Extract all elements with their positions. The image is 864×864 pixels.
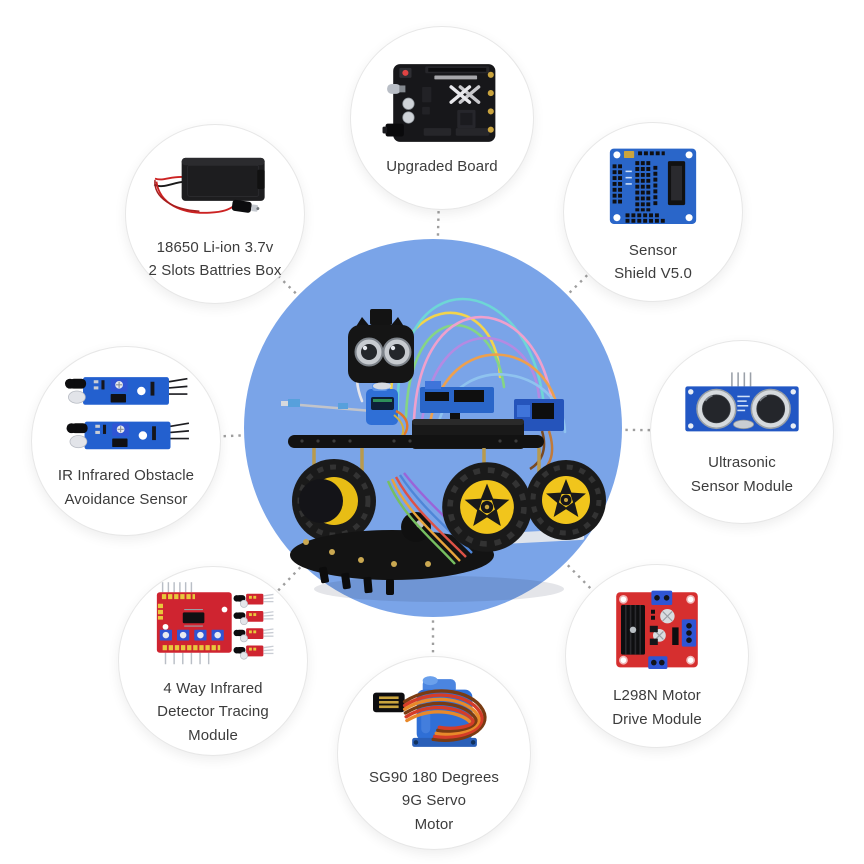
component-label-tracing-module: 4 Way Infrared Detector Tracing Module [157, 680, 269, 744]
component-circle-servo-motor: SG90 180 Degrees 9G Servo Motor [337, 656, 531, 850]
component-circle-battery-box: 18650 Li-ion 3.7v 2 Slots Battries Box [125, 124, 305, 304]
component-label-ir-obstacle: IR Infrared Obstacle Avoidance Sensor [57, 467, 195, 508]
component-circle-sensor-shield: Sensor Shield V5.0 [563, 122, 743, 302]
battery-box-image [153, 157, 265, 214]
component-circle-upgraded-board: Upgraded Board [350, 26, 534, 210]
hub-robot-car-circle [244, 239, 622, 617]
sensor-shield-image [609, 148, 697, 224]
component-circle-ir-obstacle: IR Infrared Obstacle Avoidance Sensor [31, 346, 221, 536]
component-label-servo-motor: SG90 180 Degrees 9G Servo Motor [368, 769, 499, 833]
component-circle-tracing-module: 4 Way Infrared Detector Tracing Module [118, 566, 308, 756]
component-circle-motor-driver: L298N Motor Drive Module [565, 564, 749, 748]
component-label-motor-driver: L298N Motor Drive Module [612, 687, 702, 728]
component-label-upgraded-board: Upgraded Board [386, 157, 498, 175]
tracing-module-image [156, 582, 275, 665]
component-circle-ultrasonic: Ultrasonic Sensor Module [650, 340, 834, 524]
ultrasonic-sensor-image [685, 372, 799, 432]
component-label-battery-box: 18650 Li-ion 3.7v 2 Slots Battries Box [148, 238, 282, 279]
component-label-ultrasonic: Ultrasonic Sensor Module [690, 454, 794, 495]
component-label-sensor-shield: Sensor Shield V5.0 [614, 241, 692, 282]
l298n-driver-image [616, 590, 698, 670]
robot-car-image [281, 297, 606, 602]
ir-obstacle-sensor-image [64, 377, 190, 451]
servo-motor-image [373, 676, 487, 748]
upgraded-board-image [382, 63, 496, 142]
